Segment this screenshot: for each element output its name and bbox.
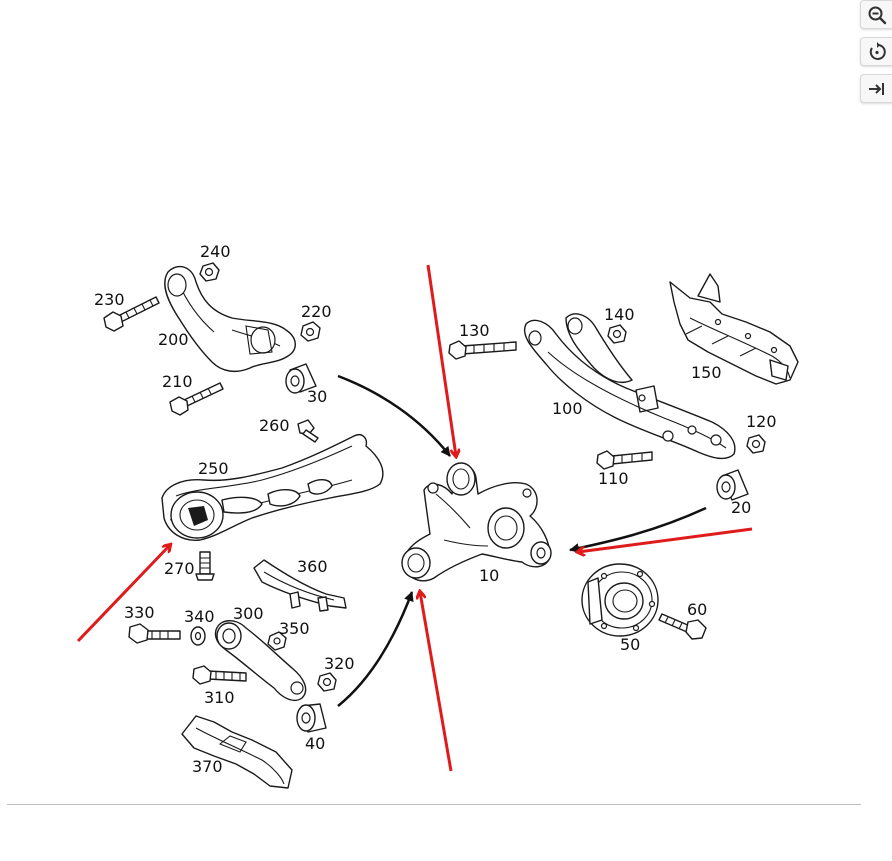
label-130: 130 <box>459 321 490 340</box>
red-arrow-right <box>578 527 753 552</box>
part-310-bolt <box>192 665 247 685</box>
label-260: 260 <box>259 416 290 435</box>
part-220-nut <box>300 321 321 342</box>
label-270: 270 <box>164 559 195 578</box>
label-100: 100 <box>552 399 583 418</box>
label-150: 150 <box>691 363 722 382</box>
zoom-out-icon <box>868 6 886 24</box>
label-140: 140 <box>604 305 635 324</box>
part-140-nut <box>607 324 627 344</box>
part-230-bolt <box>103 296 160 332</box>
part-30-bushing <box>285 363 317 394</box>
label-310: 310 <box>204 688 235 707</box>
part-110-bolt <box>596 450 653 470</box>
part-130-bolt <box>448 340 517 360</box>
red-arrow-bottom <box>420 592 453 772</box>
viewer-toolbar <box>860 0 892 103</box>
black-arrow-30-to-10 <box>337 374 451 457</box>
part-360-bracket <box>253 559 347 612</box>
label-230: 230 <box>94 290 125 309</box>
part-10-knuckle <box>401 462 552 582</box>
label-360: 360 <box>297 557 328 576</box>
part-20-bushing <box>716 469 749 501</box>
collapse-panel-button[interactable] <box>860 74 892 103</box>
part-250-lower-arm <box>161 434 384 541</box>
label-300: 300 <box>233 604 264 623</box>
label-320: 320 <box>324 654 355 673</box>
label-250: 250 <box>198 459 229 478</box>
label-370: 370 <box>192 757 223 776</box>
label-210: 210 <box>162 372 193 391</box>
part-150-shield <box>669 273 799 385</box>
label-120: 120 <box>746 412 777 431</box>
label-200: 200 <box>158 330 189 349</box>
label-340: 340 <box>184 607 215 626</box>
label-60: 60 <box>687 600 707 619</box>
part-260-screw <box>297 419 319 443</box>
part-200-upper-arm <box>164 265 296 373</box>
black-arrow-40-to-10 <box>337 591 414 707</box>
rotate-button[interactable] <box>860 37 892 66</box>
part-320-nut <box>317 672 337 692</box>
red-arrow-top <box>426 264 456 456</box>
label-10: 10 <box>479 566 499 585</box>
label-30: 30 <box>307 387 327 406</box>
label-40: 40 <box>305 734 325 753</box>
label-350: 350 <box>279 619 310 638</box>
part-40-bushing <box>296 703 327 733</box>
part-240-nut <box>199 262 220 282</box>
part-100-trailing-arm <box>523 313 736 460</box>
bottom-divider <box>7 804 861 805</box>
part-340-washer <box>190 626 206 646</box>
label-50: 50 <box>620 635 640 654</box>
part-60-bolt <box>658 613 707 640</box>
part-50-wheel-hub <box>581 563 659 637</box>
rotate-icon <box>869 41 886 60</box>
label-20: 20 <box>731 498 751 517</box>
label-110: 110 <box>598 469 629 488</box>
part-350-nut <box>267 631 287 651</box>
part-370-cover <box>181 715 293 789</box>
part-330-bolt <box>128 623 181 644</box>
collapse-panel-icon <box>868 82 884 95</box>
part-270-bolt <box>195 551 215 581</box>
label-220: 220 <box>301 302 332 321</box>
red-arrow-left <box>76 545 170 643</box>
part-300-arm <box>214 620 307 702</box>
label-330: 330 <box>124 603 155 622</box>
zoom-out-button[interactable] <box>860 0 892 29</box>
label-240: 240 <box>200 242 231 261</box>
part-120-nut <box>746 434 766 454</box>
part-210-bolt <box>169 382 224 416</box>
